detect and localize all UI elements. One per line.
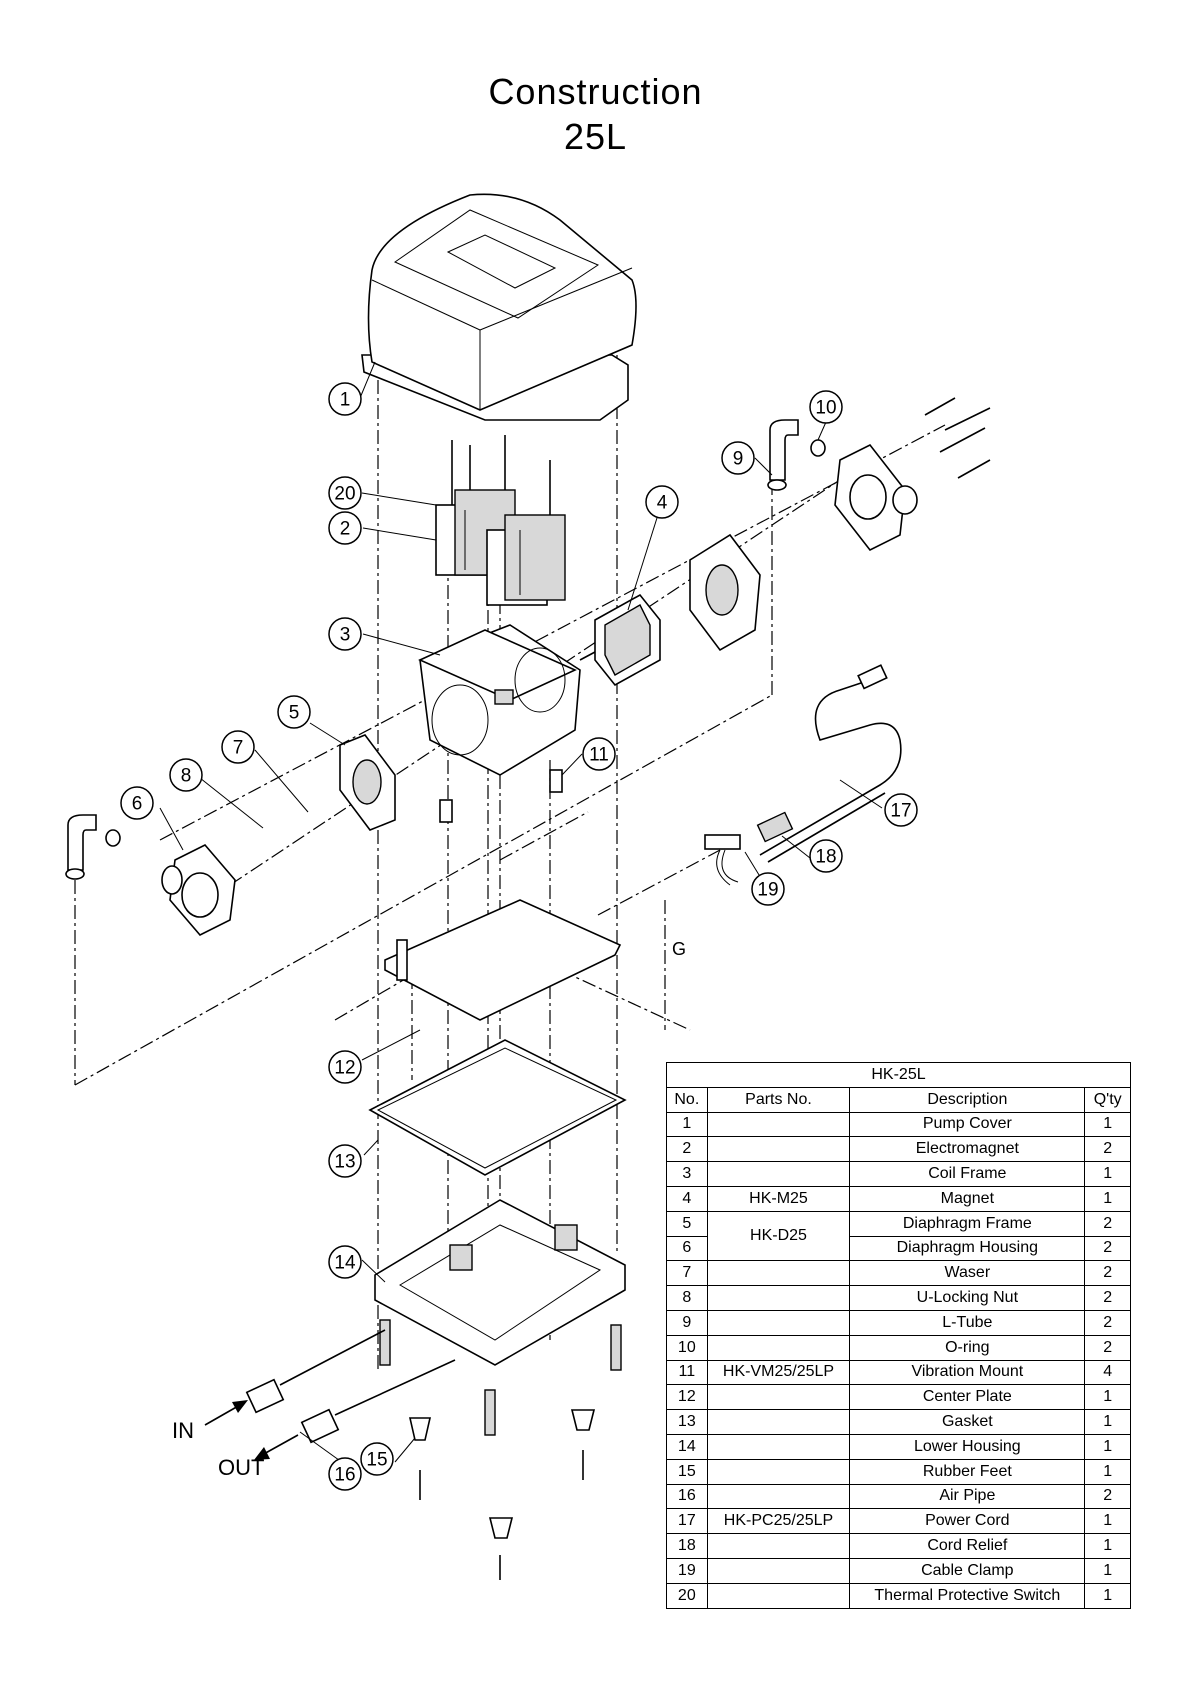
diaphragm-housing-right [834,443,918,552]
callout-12: 12 [328,1050,362,1084]
callout-17: 17 [884,793,918,827]
svg-text:15: 15 [366,1450,387,1471]
callout-8: 8 [169,758,203,792]
leader-lines [159,361,883,1469]
svg-text:11: 11 [589,745,609,766]
col-header-qty: Q'ty [1084,1086,1131,1113]
callout-19: 19 [751,872,785,906]
svg-text:14: 14 [334,1253,356,1274]
callout-20: 20 [328,476,362,510]
table-caption: HK-25L [666,1062,1131,1088]
merged-parts-no-cell: HK-D25 [706,1210,851,1262]
svg-text:3: 3 [340,625,351,646]
l-tube-left [65,814,121,880]
svg-text:1: 1 [340,390,351,411]
callout-11: 11 [582,737,616,771]
callout-3: 3 [328,617,362,651]
svg-text:16: 16 [334,1465,355,1486]
svg-text:19: 19 [757,880,778,901]
flow-arrows [204,1400,299,1460]
inlet-label: IN [172,1418,194,1443]
svg-text:12: 12 [334,1058,355,1079]
table-header-row: No. Parts No. Description Q'ty [666,1086,1131,1113]
diaphragm-frame-right [689,533,761,652]
svg-text:17: 17 [890,801,911,822]
col-header-description: Description [849,1086,1086,1113]
svg-text:2: 2 [340,519,351,540]
callout-6: 6 [120,786,154,820]
screws-right [924,397,991,479]
callout-18: 18 [809,839,843,873]
outlet-label: OUT [218,1455,264,1480]
callout-1: 1 [328,382,362,416]
diaphragm-frame-left [339,734,396,831]
col-header-parts-no: Parts No. [706,1086,851,1113]
l-tube-right [767,419,826,491]
callout-5: 5 [277,695,311,729]
svg-text:9: 9 [733,449,744,470]
diaphragm-housing-left [161,844,236,936]
callout-4: 4 [645,485,679,519]
svg-text:13: 13 [334,1152,355,1173]
power-cord [704,664,902,886]
col-header-no: No. [666,1086,708,1113]
svg-text:4: 4 [657,493,668,514]
coil-frame [418,624,581,776]
svg-text:10: 10 [815,398,836,419]
pump-cover [361,193,637,421]
svg-text:7: 7 [233,738,244,759]
ground-label: G [672,939,686,959]
svg-text:5: 5 [289,703,300,724]
gasket [368,1039,627,1176]
callout-16: 16 [328,1457,362,1491]
callout-9: 9 [721,441,755,475]
callout-7: 7 [221,730,255,764]
center-plate [384,899,622,1021]
diagram-subtitle: 25L [563,116,628,157]
callout-13: 13 [328,1144,362,1178]
callout-14: 14 [328,1245,362,1279]
magnet [579,593,661,687]
callout-15: 15 [360,1442,394,1476]
screws-bottom [379,1319,622,1580]
svg-text:6: 6 [132,794,143,815]
svg-text:20: 20 [334,484,355,505]
svg-text:8: 8 [181,766,192,787]
vibration-mounts [439,769,563,823]
electromagnets [435,435,566,606]
diagram-title: Construction [488,71,703,112]
svg-text:18: 18 [815,847,836,868]
rubber-feet [408,1409,596,1539]
callout-2: 2 [328,511,362,545]
callout-10: 10 [809,390,843,424]
air-pipes [245,1329,456,1444]
lower-housing [374,1199,626,1366]
